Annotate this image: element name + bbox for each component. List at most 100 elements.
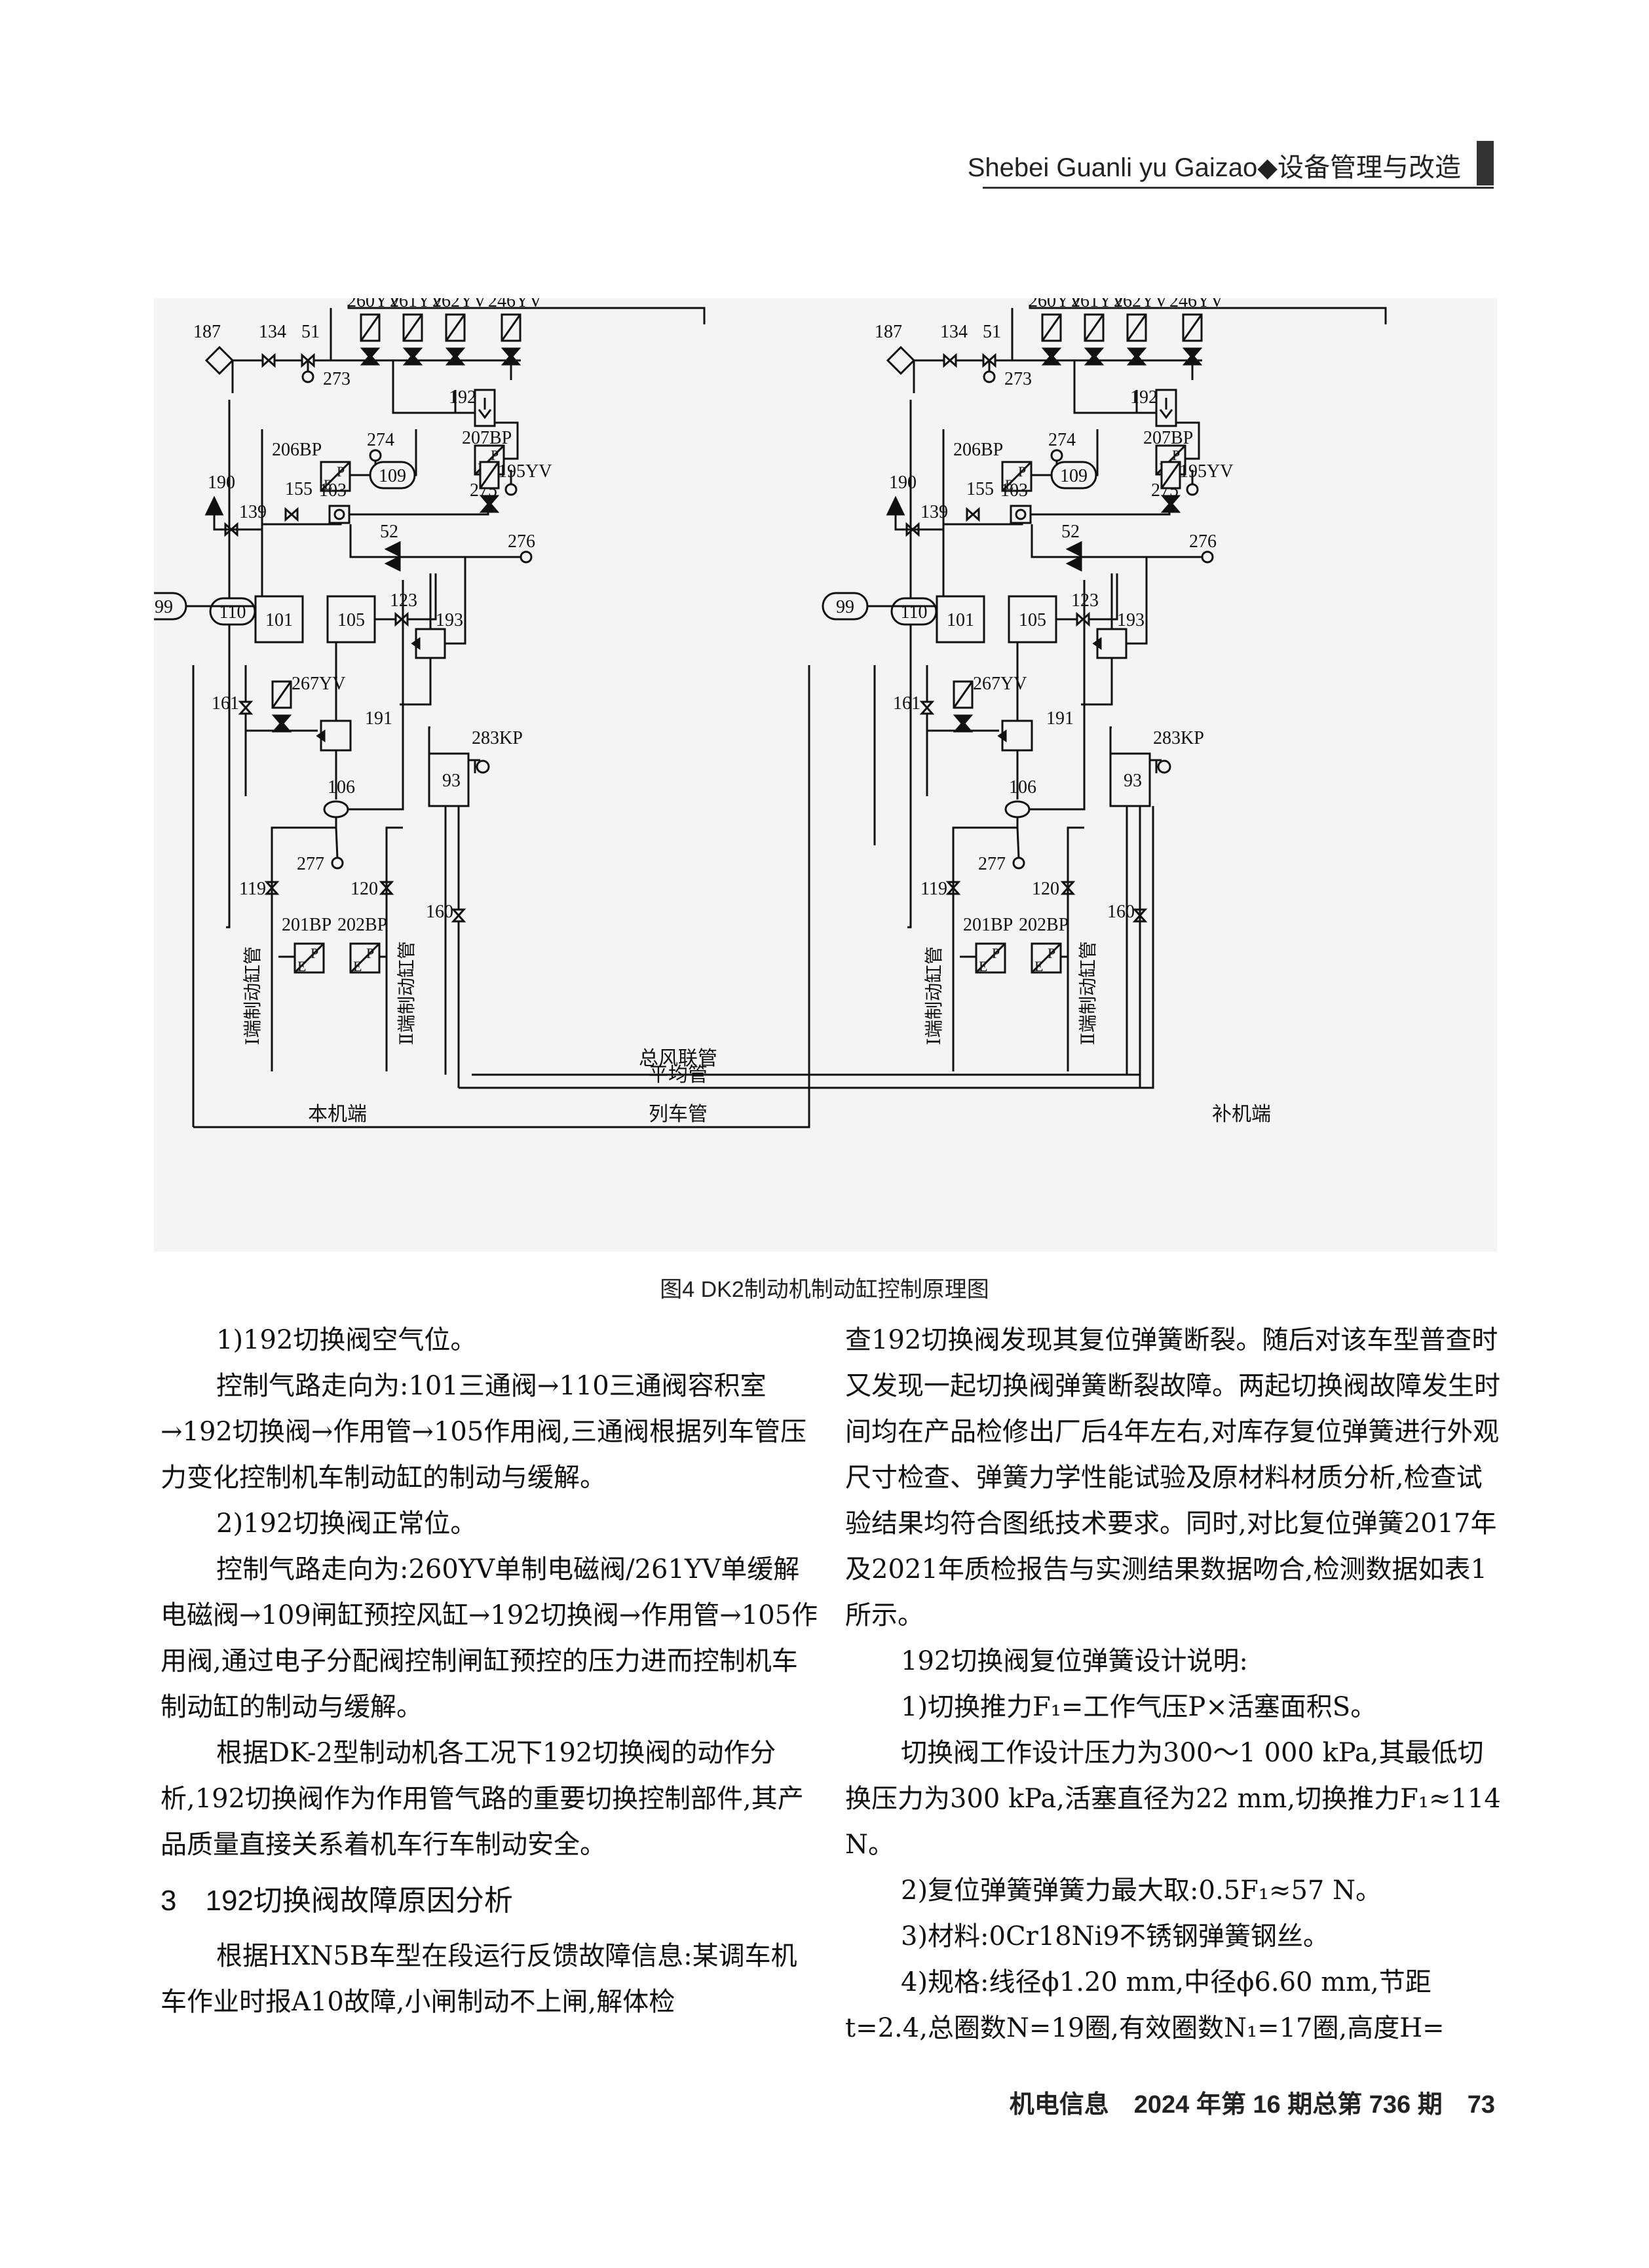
chamber-tag-110 xyxy=(209,597,256,626)
pipe-line xyxy=(335,827,339,859)
solenoid-valve xyxy=(360,353,381,366)
label-103: 103 xyxy=(319,480,347,501)
label-191: 191 xyxy=(1046,708,1074,729)
sensor-letter: E xyxy=(1005,476,1014,493)
solenoid-slash xyxy=(1182,314,1203,341)
paragraph: 1)192切换阀空气位。 xyxy=(216,1325,477,1355)
pipe-line xyxy=(400,658,432,706)
solenoid-valve xyxy=(479,495,500,507)
valve-symbol xyxy=(1076,611,1090,627)
pipe-line xyxy=(213,514,262,531)
reservoir-tag-109-label: 109 xyxy=(1060,466,1088,486)
section-heading: 3 192切换阀故障原因分析 xyxy=(161,1885,513,1917)
label-207BP: 207BP xyxy=(462,428,512,448)
solenoid-slash xyxy=(1041,314,1062,341)
label-273: 273 xyxy=(323,369,351,389)
label-187: 187 xyxy=(193,322,221,342)
pipe-line xyxy=(1096,429,1099,476)
label-101: 101 xyxy=(947,610,974,630)
label-52: 52 xyxy=(380,522,398,542)
pipe-tag-99-label: 99 xyxy=(836,597,854,617)
sensor-diagonal xyxy=(294,942,325,974)
label-277: 277 xyxy=(297,854,324,874)
label-cylinder-pipe-2: Ⅱ端制动缸管 xyxy=(1078,941,1099,1045)
valve-symbol xyxy=(261,353,276,368)
supply-pipe xyxy=(907,400,912,929)
label-260YV: 260YV xyxy=(347,298,401,311)
label-106: 106 xyxy=(328,777,355,798)
label-276: 276 xyxy=(1189,531,1217,552)
label-51: 51 xyxy=(983,322,1001,342)
solenoid-slash xyxy=(1084,314,1105,341)
pipe-line xyxy=(1109,726,1112,754)
label-120: 120 xyxy=(351,879,378,899)
relief-valve-190 xyxy=(886,495,905,516)
solenoid-valve xyxy=(445,347,466,360)
sensor-diagonal xyxy=(1001,461,1033,492)
label-cylinder-pipe-2: Ⅱ端制动缸管 xyxy=(396,941,417,1045)
valve-193-arrow xyxy=(1092,637,1102,650)
label-262YV: 262YV xyxy=(1114,298,1167,311)
right-column: 查192切换阀发现其复位弹簧断裂。随后对该车型普查时又发现一起切换阀弹簧断裂故障… xyxy=(845,1317,1507,2051)
sensor-diagonal xyxy=(320,461,351,492)
label-52: 52 xyxy=(1061,522,1080,542)
pressure-switch xyxy=(1157,759,1171,774)
label-277: 277 xyxy=(978,854,1006,874)
double-check-106 xyxy=(1004,800,1031,818)
solenoid-valve xyxy=(479,501,500,513)
label-155: 155 xyxy=(285,479,313,499)
sensor-letter: P xyxy=(1172,447,1180,463)
pipe-line xyxy=(1016,827,1020,859)
label-192: 192 xyxy=(449,387,476,408)
label-262YV: 262YV xyxy=(432,298,486,311)
paragraph: 192切换阀复位弹簧设计说明: xyxy=(901,1646,1248,1676)
valve-symbol xyxy=(451,908,466,923)
pipe-line xyxy=(1029,580,1086,811)
valve-191 xyxy=(1001,720,1033,752)
valve-symbol xyxy=(284,507,299,522)
valve-193 xyxy=(1096,628,1128,659)
label-93: 93 xyxy=(442,771,461,791)
relay-93 xyxy=(1109,752,1151,807)
sensor-letter: E xyxy=(979,958,987,974)
sensor-letter: E xyxy=(297,958,306,974)
triple-valve-101 xyxy=(254,595,304,644)
valve-symbol xyxy=(238,701,254,715)
label-51: 51 xyxy=(301,322,320,342)
label-193: 193 xyxy=(1117,610,1145,630)
label-120: 120 xyxy=(1032,879,1059,899)
label-273: 273 xyxy=(1004,369,1032,389)
label-190: 190 xyxy=(208,472,235,493)
sensor-letter: P xyxy=(311,945,318,961)
label-161: 161 xyxy=(893,693,920,714)
paragraph: 2)复位弹簧弹簧力最大取:0.5F₁≈57 N。 xyxy=(901,1875,1382,1906)
solenoid-valve xyxy=(1041,353,1062,366)
main-reservoir-pipe xyxy=(472,806,1141,1076)
relief-valve-190 xyxy=(204,495,224,516)
pipe-tag-99 xyxy=(154,592,187,621)
pipe-line xyxy=(349,524,439,558)
pipe-line xyxy=(894,514,943,531)
solenoid-valve xyxy=(1126,353,1147,366)
sensor-letter: P xyxy=(337,463,345,480)
pipe-line xyxy=(1126,557,1148,645)
paragraph: 根据HXN5B车型在段运行反馈故障信息:某调车机车作业时报A10故障,小闸制动不… xyxy=(161,1941,797,2017)
paragraph: 控制气路走向为:260YV单制电磁阀/261YV单缓解电磁阀→109闸缸预控风缸… xyxy=(161,1554,818,1722)
label-195YV: 195YV xyxy=(498,461,552,482)
valve-191-arrow xyxy=(997,729,1007,742)
label-134: 134 xyxy=(259,322,286,342)
pipe-line xyxy=(1073,360,1137,414)
label-202BP: 202BP xyxy=(337,915,387,935)
valve-symbol xyxy=(394,611,409,627)
check-arrow-52 xyxy=(384,555,401,572)
label-105: 105 xyxy=(1019,610,1046,630)
pipe-line xyxy=(952,817,1019,868)
sensor-letter: P xyxy=(366,945,374,961)
label-260YV: 260YV xyxy=(1029,298,1082,311)
test-point xyxy=(504,483,518,496)
label-119: 119 xyxy=(239,879,266,899)
check-arrow-52 xyxy=(1065,541,1082,558)
label-274: 274 xyxy=(1048,430,1076,450)
solenoid-valve xyxy=(1126,347,1147,360)
